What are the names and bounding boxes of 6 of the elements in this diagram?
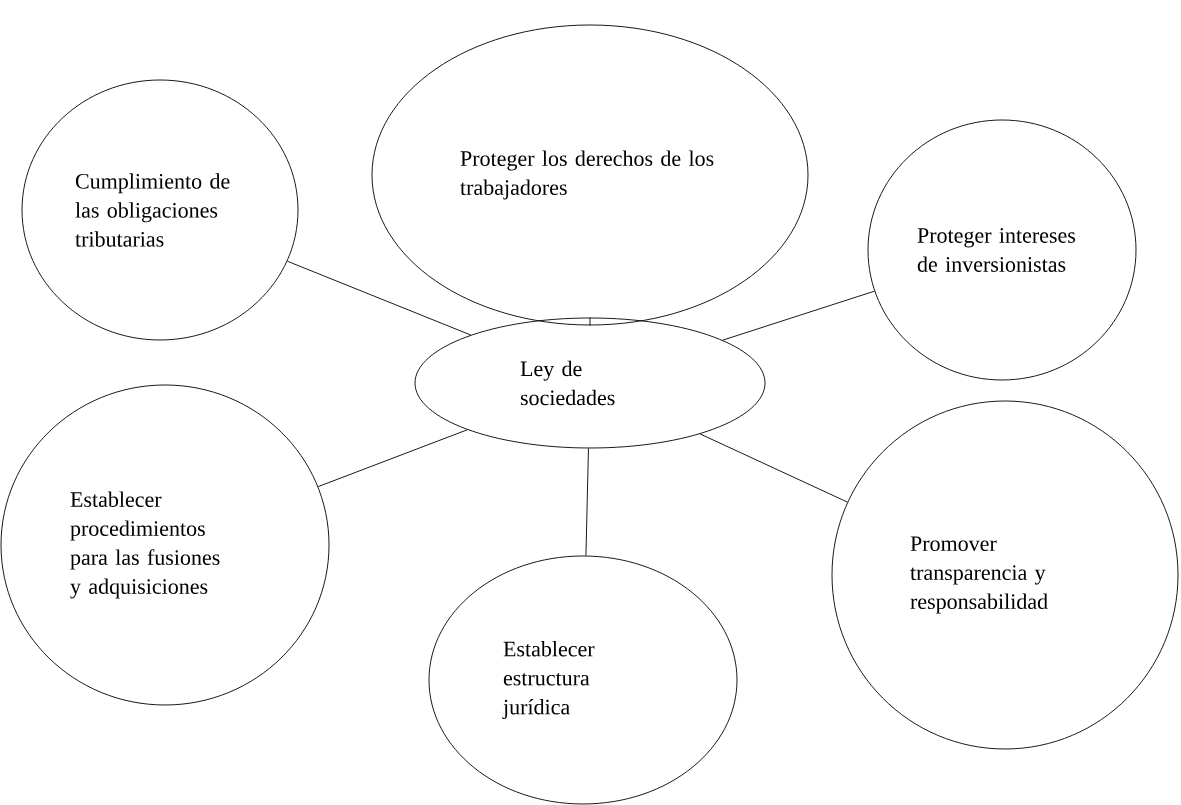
connector-line xyxy=(317,429,468,488)
connector-line xyxy=(722,290,875,341)
connector-line xyxy=(585,448,589,557)
connector-line xyxy=(589,317,591,326)
connector-line xyxy=(286,260,472,336)
connector-line xyxy=(699,433,848,503)
